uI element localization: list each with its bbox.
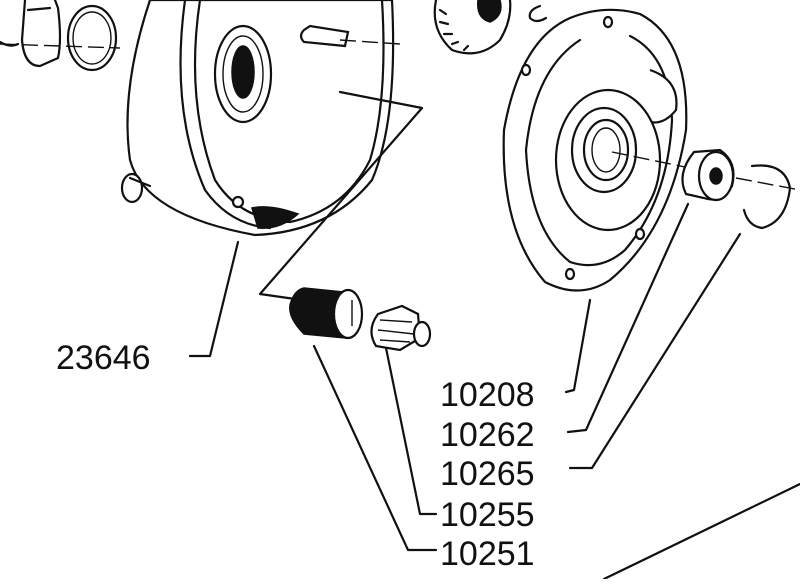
- sleeve-10251: [289, 287, 364, 340]
- part-label-10251: 10251: [440, 535, 535, 573]
- gear-partial: [433, 0, 548, 55]
- part-label-10262: 10262: [440, 416, 535, 454]
- pinion-10255: [370, 304, 432, 352]
- leader-lines: [188, 202, 800, 581]
- part-label-10255: 10255: [440, 496, 535, 534]
- top-left-partial-part: [0, 0, 121, 68]
- o-ring-seal: [66, 4, 118, 72]
- part-label-23646: 23646: [56, 339, 151, 377]
- housing-23646: [120, 0, 424, 302]
- circlip-10265: [742, 164, 792, 230]
- flange-plate-10208: [502, 8, 691, 292]
- part-label-10208: 10208: [440, 376, 535, 414]
- part-label-10265: 10265: [440, 455, 535, 493]
- bearing-10262: [681, 148, 800, 202]
